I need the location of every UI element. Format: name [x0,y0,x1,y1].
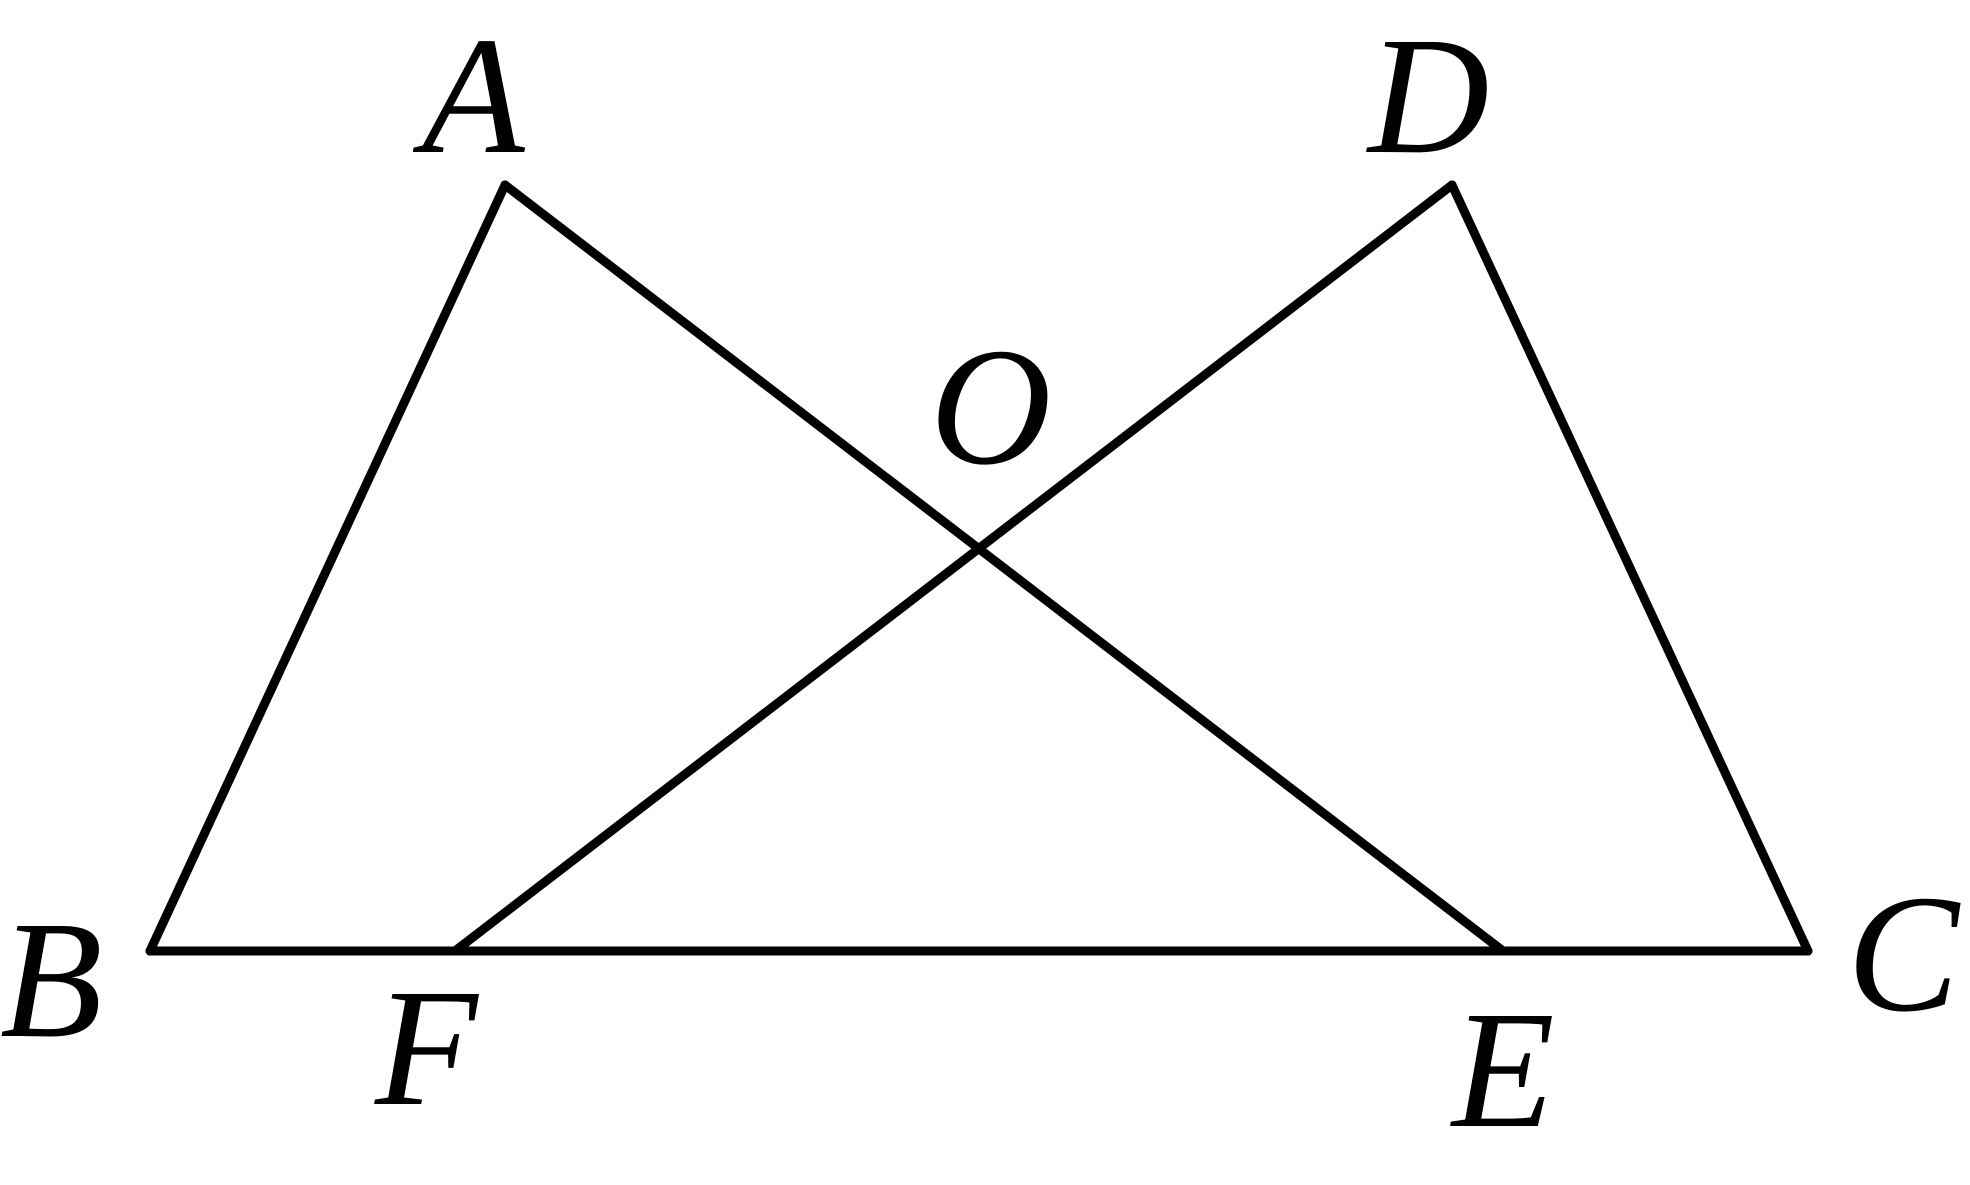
segment-ab [145,180,510,956]
segment-df [450,180,1457,956]
point-label-d: D [1366,3,1489,189]
point-label-e: E [1450,977,1555,1163]
segment-dc [1447,180,1813,956]
point-label-a: A [412,3,526,189]
point-label-o: O [930,314,1051,500]
segment-ae [500,180,1508,956]
point-label-c: C [1847,861,1961,1047]
point-label-f: F [374,955,480,1141]
point-label-b: B [0,887,103,1073]
